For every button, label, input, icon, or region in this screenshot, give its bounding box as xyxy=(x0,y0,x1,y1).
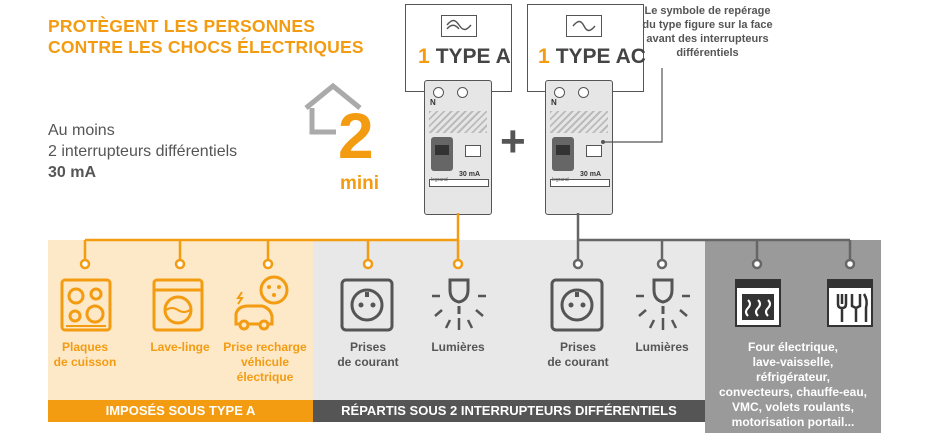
node-lights-a xyxy=(452,258,464,270)
label-ev-2: véhicule xyxy=(240,355,290,369)
title-line-1: PROTÈGENT LES PERSONNES xyxy=(48,16,316,36)
breaker-a-body: N 30 mA legrand xyxy=(424,80,492,215)
label-outlets-a-2: de courant xyxy=(337,355,399,369)
ev-charger-icon xyxy=(234,275,289,331)
type-ac-qty: 1 xyxy=(538,45,550,68)
label-outlets-ac: Prises de courant xyxy=(538,340,618,370)
house-icon xyxy=(304,82,362,135)
breaker-a-test-button[interactable] xyxy=(465,145,481,157)
breaker-ac-brand: legrand xyxy=(552,177,569,183)
page-title: PROTÈGENT LES PERSONNES CONTRE LES CHOCS… xyxy=(48,16,364,58)
label-ev-3: électrique xyxy=(236,370,294,384)
breaker-a-n-label: N xyxy=(430,98,436,107)
breaker-ac-hatch xyxy=(550,111,608,133)
label-cooktop-2: de cuisson xyxy=(53,355,117,369)
oven-icon xyxy=(735,279,781,327)
intro-line-2: 2 interrupteurs différentiels xyxy=(48,143,238,160)
outlet-icon-a xyxy=(340,278,394,332)
label-others-3: réfrigérateur, xyxy=(755,370,831,384)
type-a-symbol-box xyxy=(441,15,477,37)
node-outlets-a xyxy=(362,258,374,270)
breaker-a-hatch xyxy=(429,111,487,133)
type-ac-type: TYPE AC xyxy=(555,45,646,68)
label-ev: Prise recharge véhicule électrique xyxy=(220,340,310,385)
washing-machine-icon xyxy=(152,278,204,332)
note-pointer-line xyxy=(603,68,663,143)
light-icon-ac xyxy=(636,278,690,330)
node-ev xyxy=(262,258,274,270)
breaker-ac-label-plate xyxy=(550,179,610,187)
label-outlets-ac-1: Prises xyxy=(559,340,597,354)
cooktop-icon xyxy=(60,278,112,332)
node-outlets-ac xyxy=(572,258,584,270)
others-box xyxy=(705,240,881,433)
type-ac-symbol-icon xyxy=(572,20,596,32)
outlet-icon-ac xyxy=(550,278,604,332)
breaker-a-brand: legrand xyxy=(431,177,448,183)
label-others: Four électrique, lave-vaisselle, réfrigé… xyxy=(707,340,879,430)
breaker-ac-n-label: N xyxy=(551,98,557,107)
count-label: mini xyxy=(340,173,380,194)
label-lights-a: Lumières xyxy=(420,340,496,355)
breaker-a-rating: 30 mA xyxy=(459,171,481,178)
dishwasher-icon xyxy=(827,279,873,327)
node-washer xyxy=(174,258,186,270)
intro-line-1: Au moins xyxy=(48,122,115,139)
label-washer-1: Lave-linge xyxy=(150,340,210,354)
type-a-qty: 1 xyxy=(418,45,430,68)
grey-band xyxy=(313,400,705,422)
label-ev-1: Prise recharge xyxy=(223,340,307,354)
note-line-4: différentiels xyxy=(676,47,739,59)
type-a-type: TYPE A xyxy=(435,45,511,68)
intro-line-3: 30 mA xyxy=(48,164,97,181)
note-pointer-dot xyxy=(601,140,605,144)
label-outlets-a-1: Prises xyxy=(349,340,387,354)
label-outlets-ac-2: de courant xyxy=(547,355,609,369)
label-others-2: lave-vaisselle, xyxy=(752,355,834,369)
node-dishwasher xyxy=(844,258,856,270)
label-cooktop-1: Plaques xyxy=(61,340,109,354)
label-others-5: VMC, volets roulants, xyxy=(731,400,855,414)
label-washer: Lave-linge xyxy=(140,340,220,355)
note-line-3: avant des interrupteurs xyxy=(646,33,769,45)
breaker-a-label-plate xyxy=(429,179,489,187)
note-line-1: Le symbole de repérage xyxy=(644,5,771,17)
breaker-ac-toggle[interactable] xyxy=(552,137,574,171)
plus-sign: + xyxy=(500,117,526,166)
label-others-4: convecteurs, chauffe-eau, xyxy=(718,385,868,399)
label-lights-ac-1: Lumières xyxy=(635,340,689,354)
band-label-grey: RÉPARTIS SOUS 2 INTERRUPTEURS DIFFÉRENTI… xyxy=(341,403,677,418)
title-line-2: CONTRE LES CHOCS ÉLECTRIQUES xyxy=(48,37,364,57)
breaker-a-screws xyxy=(433,87,483,98)
label-outlets-a: Prises de courant xyxy=(328,340,408,370)
label-lights-ac: Lumières xyxy=(624,340,700,355)
grey-zone-bg xyxy=(313,240,705,400)
intro-text: Au moins 2 interrupteurs différentiels 3… xyxy=(48,120,237,183)
node-cooktop xyxy=(79,258,91,270)
band-label-orange: IMPOSÉS SOUS TYPE A xyxy=(105,403,256,418)
breaker-ac-test-button[interactable] xyxy=(586,145,602,157)
breaker-ac-body: N 30 mA legrand xyxy=(545,80,613,215)
light-icon-a xyxy=(432,278,486,330)
count-number: 2 xyxy=(338,100,374,172)
label-lights-a-1: Lumières xyxy=(431,340,485,354)
breaker-ac-rating: 30 mA xyxy=(580,171,602,178)
label-others-6: motorisation portail... xyxy=(731,415,855,429)
node-lights-ac xyxy=(656,258,668,270)
type-ac-symbol-box xyxy=(566,15,602,37)
breaker-ac-screws xyxy=(554,87,604,98)
node-oven xyxy=(751,258,763,270)
type-a-symbol-icon xyxy=(446,19,472,31)
label-cooktop: Plaques de cuisson xyxy=(50,340,120,370)
orange-band xyxy=(48,400,313,422)
symbol-note: Le symbole de repérage du type figure su… xyxy=(620,4,795,60)
breaker-a-toggle[interactable] xyxy=(431,137,453,171)
note-line-2: du type figure sur la face xyxy=(642,19,773,31)
label-others-1: Four électrique, xyxy=(747,340,839,354)
